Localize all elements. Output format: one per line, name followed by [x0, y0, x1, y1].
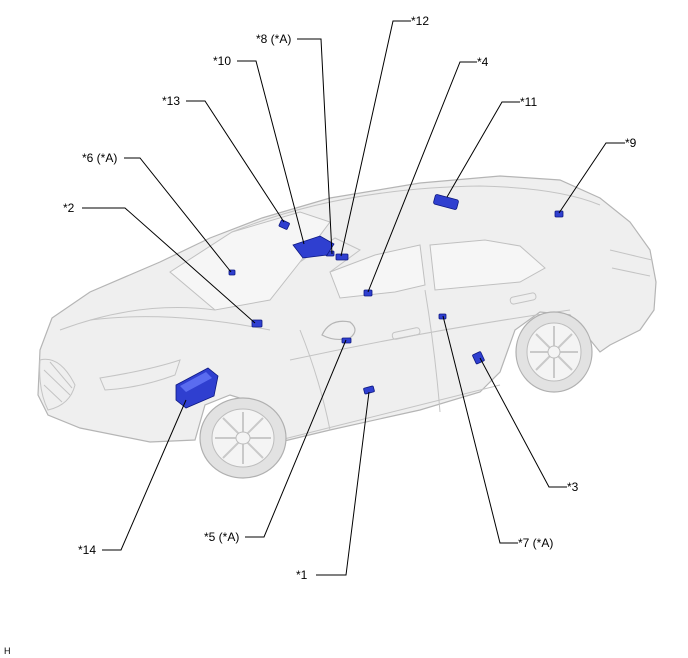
- callout-13: *13: [162, 94, 180, 108]
- leader-11: [446, 101, 520, 198]
- component-2: [251, 319, 263, 328]
- tail-line: [609, 249, 653, 277]
- headlight: [99, 359, 181, 391]
- callout-3: *3: [567, 480, 579, 494]
- leader-10: [237, 60, 305, 245]
- leader-1: [316, 391, 370, 576]
- callout-4: *4: [477, 55, 489, 69]
- grille-mesh: [43, 361, 73, 403]
- rear-door-handle: [509, 292, 537, 305]
- callout-10: *10: [213, 54, 231, 68]
- component-13: [278, 219, 290, 230]
- callout-6: *6 (*A): [82, 151, 117, 165]
- component-7: [438, 313, 447, 320]
- leader-14: [102, 399, 187, 551]
- callout-8: *8 (*A): [256, 32, 291, 46]
- leader-7: [442, 315, 518, 544]
- vehicle-illustration: [37, 175, 657, 479]
- component-14: [175, 367, 219, 409]
- hood-line: [59, 307, 216, 331]
- callout-11: *11: [520, 95, 537, 109]
- door-split-line: [424, 289, 441, 413]
- front-side-window: [329, 244, 426, 299]
- leader-8: [297, 38, 333, 255]
- component-5: [341, 337, 352, 344]
- callout-12: *12: [411, 14, 429, 28]
- component-4: [363, 289, 373, 297]
- leader-4: [367, 61, 477, 293]
- component-9: [554, 210, 564, 218]
- illustration-code: H: [4, 646, 11, 656]
- leader-2: [82, 207, 256, 324]
- rear-wheel: [515, 311, 593, 393]
- callout-1: *1: [296, 568, 308, 582]
- highlighted-components: [175, 194, 564, 409]
- callout-2: *2: [63, 201, 75, 215]
- leader-12: [340, 20, 411, 257]
- side-mirror: [321, 320, 356, 341]
- rocker-line: [279, 384, 501, 441]
- roof-line: [231, 185, 601, 233]
- side-crease: [289, 309, 571, 361]
- component-1: [363, 385, 375, 395]
- hood-crease: [89, 316, 271, 331]
- callout-14: *14: [78, 543, 96, 557]
- leader-13: [186, 100, 285, 223]
- component-12: [335, 253, 349, 261]
- rear-side-window: [429, 239, 546, 291]
- callout-labels: *1 *2 *3 *4 *5 (*A) *6 (*A) *7 (*A) *8 (…: [63, 14, 637, 582]
- front-wheel: [199, 397, 287, 479]
- leader-lines: [82, 20, 625, 576]
- callout-5: *5 (*A): [204, 530, 239, 544]
- leader-6: [124, 157, 232, 273]
- leader-5: [245, 339, 347, 538]
- callout-7: *7 (*A): [518, 536, 553, 550]
- component-10: [292, 235, 335, 259]
- front-door-line: [299, 329, 331, 431]
- component-11: [433, 194, 459, 210]
- callout-9: *9: [625, 136, 637, 150]
- leader-3: [479, 357, 567, 488]
- front-grille: [39, 358, 76, 411]
- leader-9: [558, 142, 625, 214]
- front-door-handle: [391, 327, 421, 340]
